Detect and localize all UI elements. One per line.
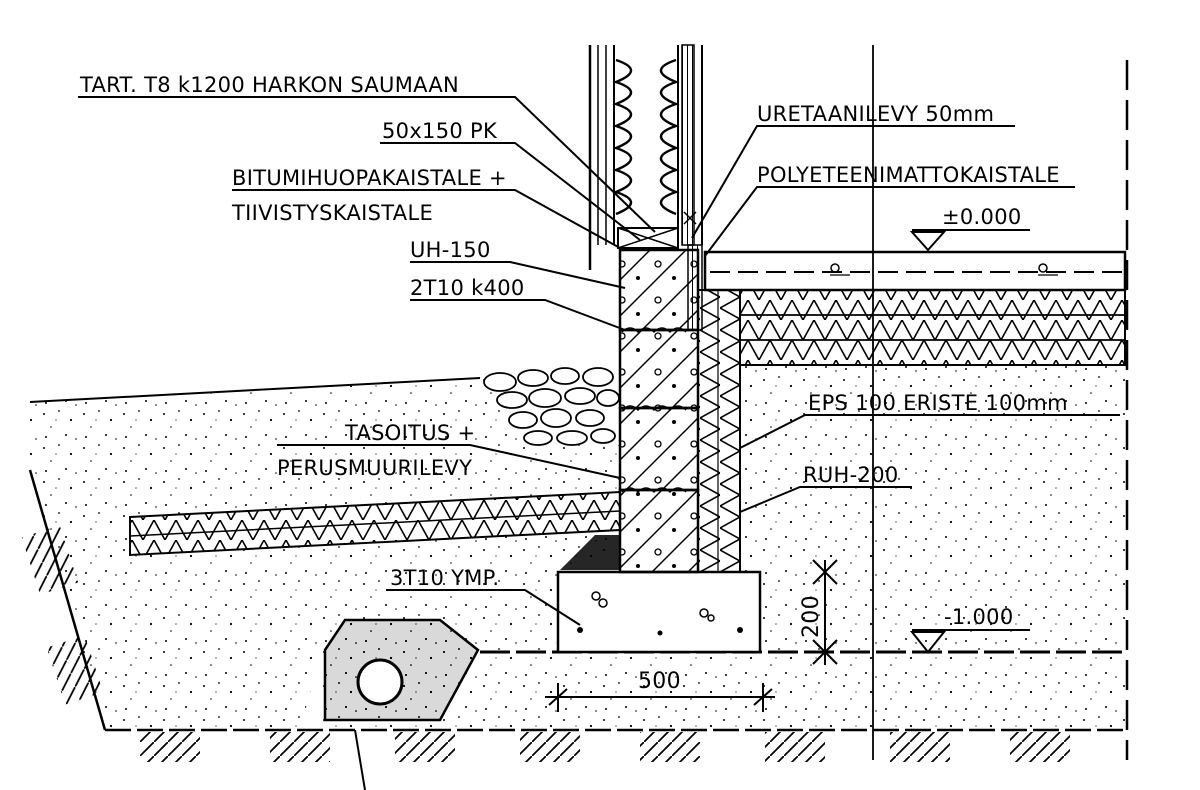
label-dim-width: 500 [638,669,681,694]
floor-slab [703,250,1127,292]
label-eps: EPS 100 ERISTE 100mm [808,391,1068,415]
label-footing-level: -1.000 [944,605,1014,629]
label-tiivistys: TIIVISTYSKAISTALE [231,201,433,225]
level-marker-floor [909,229,1030,252]
label-uh150: UH-150 [410,238,491,262]
drain-pipe [323,618,480,790]
leader-lines [78,96,1120,626]
label-pk: 50x150 PK [382,119,498,143]
timber-wall [588,44,703,331]
label-polyeteeni: POLYETEENIMATTOKAISTALE [757,163,1060,187]
vertical-eps-insulation [697,289,741,573]
label-ruh200: RUH-200 [803,463,899,487]
label-rebar-footing: 3T10 YMP. [390,566,499,590]
gravel-stones [483,367,620,446]
under-slab-insulation [739,289,1126,366]
label-perusmuuri: PERUSMUURILEVY [277,456,472,480]
label-bitumi: BITUMIHUOPAKAISTALE + [232,166,507,190]
label-rebar-top: 2T10 k400 [410,276,525,300]
label-uretaani: URETAANILEVY 50mm [757,102,994,126]
dimension-height [812,559,838,665]
ground-base-hatch [21,525,1125,762]
level-marker-footing [909,629,1030,654]
concrete-footing [556,535,762,654]
label-floor-level: ±0.000 [942,205,1022,229]
dimension-width [545,683,775,712]
label-tasoitus: TASOITUS + [344,421,475,445]
label-tart: TART. T8 k1200 HARKON SAUMAAN [79,73,459,97]
block-wall [618,248,700,574]
label-dim-height: 200 [799,595,824,638]
